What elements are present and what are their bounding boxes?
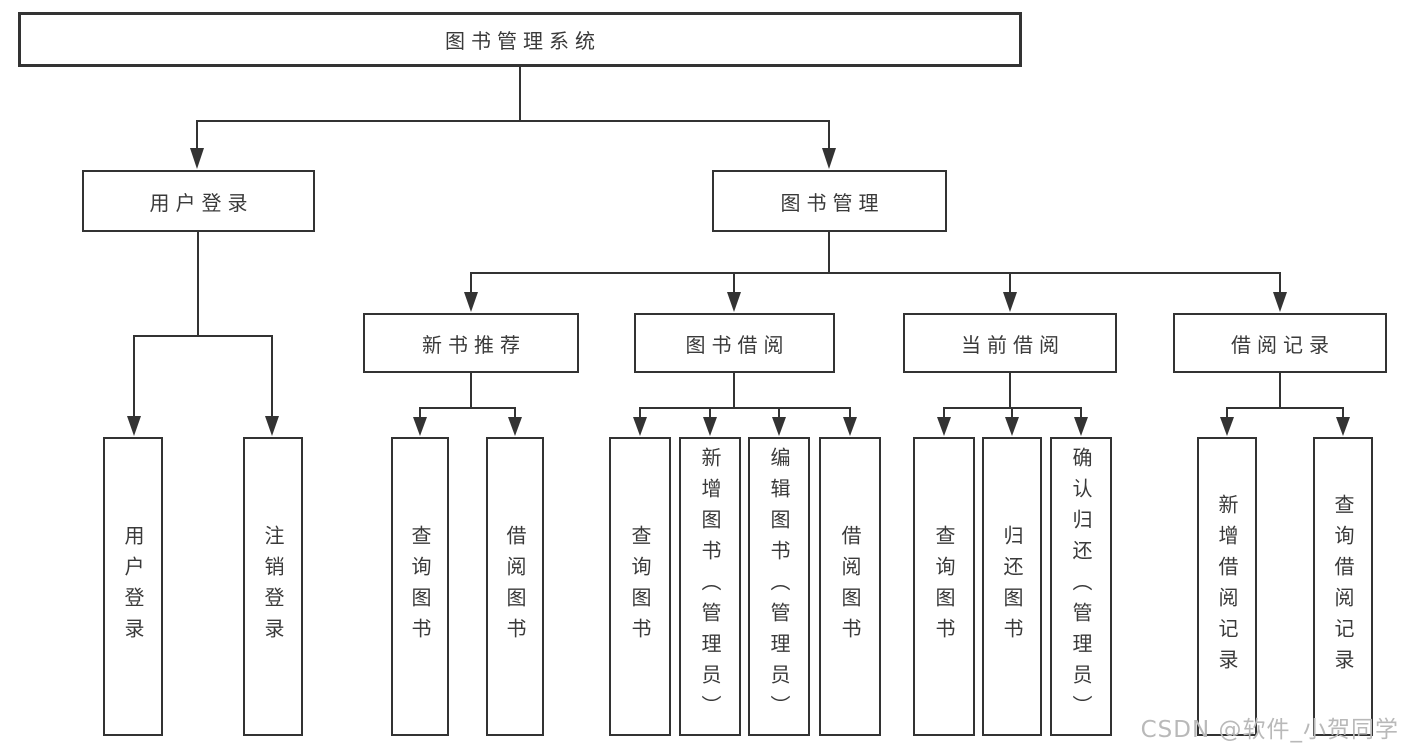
leaf-label: 查询借阅记录 — [1331, 493, 1355, 680]
node-current-borrow: 当前借阅 — [903, 313, 1117, 373]
leaf-label: 注销登录 — [261, 524, 285, 649]
leaf-label: 查询图书 — [408, 524, 432, 649]
leaf-add-books-admin: 新增图书（管理员） — [679, 437, 741, 736]
node-new-book-recommend: 新书推荐 — [363, 313, 579, 373]
leaf-label: 查询图书 — [932, 524, 956, 649]
leaf-user-login: 用户登录 — [103, 437, 163, 736]
csdn-watermark: CSDN @软件_小贺同学 — [1140, 717, 1399, 743]
leaf-confirm-return-admin: 确认归还（管理员） — [1050, 437, 1112, 736]
leaf-label: 确认归还（管理员） — [1069, 447, 1093, 726]
node-label: 用户登录 — [149, 190, 254, 215]
leaf-borrow-books: 借阅图书 — [486, 437, 544, 736]
node-book-borrow: 图书借阅 — [634, 313, 835, 373]
leaf-query-books: 查询图书 — [913, 437, 975, 736]
node-user-login: 用户登录 — [82, 170, 315, 232]
node-borrow-records: 借阅记录 — [1173, 313, 1387, 373]
leaf-label: 新增图书（管理员） — [698, 447, 722, 726]
leaf-label: 用户登录 — [121, 524, 145, 649]
leaf-label: 借阅图书 — [503, 524, 527, 649]
root-label: 图书管理系统 — [445, 29, 601, 53]
leaf-label: 新增借阅记录 — [1215, 493, 1239, 680]
node-label: 当前借阅 — [961, 332, 1065, 357]
leaf-borrow-books: 借阅图书 — [819, 437, 881, 736]
leaf-logout: 注销登录 — [243, 437, 303, 736]
node-label: 新书推荐 — [422, 332, 526, 357]
arrowheads — [127, 148, 1350, 436]
node-label: 图书借阅 — [685, 332, 790, 357]
leaf-label: 查询图书 — [628, 524, 652, 649]
node-label: 借阅记录 — [1231, 332, 1335, 357]
leaf-query-books: 查询图书 — [609, 437, 671, 736]
leaf-query-borrow-record: 查询借阅记录 — [1313, 437, 1373, 736]
leaf-label: 归还图书 — [1000, 524, 1024, 649]
leaf-label: 借阅图书 — [838, 524, 862, 649]
leaf-return-books: 归还图书 — [982, 437, 1042, 736]
root-box-library-system: 图书管理系统 — [18, 12, 1022, 67]
leaf-edit-books-admin: 编辑图书（管理员） — [748, 437, 810, 736]
leaf-query-books: 查询图书 — [391, 437, 449, 736]
node-book-management: 图书管理 — [712, 170, 947, 232]
leaf-label: 编辑图书（管理员） — [767, 447, 791, 726]
node-label: 图书管理 — [780, 190, 885, 215]
leaf-add-borrow-record: 新增借阅记录 — [1197, 437, 1257, 736]
